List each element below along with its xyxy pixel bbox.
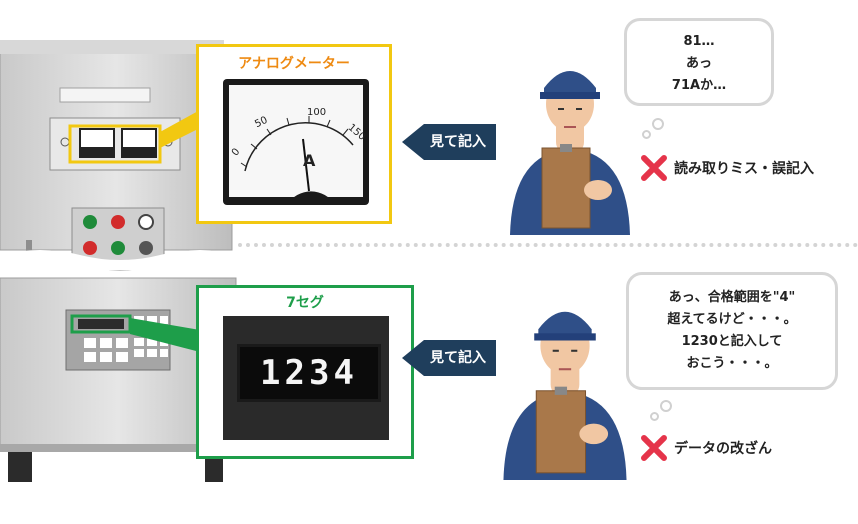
bottom-speech-bubble: あっ、合格範囲を"4" 超えてるけど・・・。 1230と記入して おこう・・・。 [626, 272, 838, 390]
seven-seg-callout: 7セグ 1234 [196, 285, 414, 459]
thought-dot [652, 118, 664, 130]
top-speech-bubble: 81… あっ 71Aか… [624, 18, 774, 106]
section-divider [238, 243, 858, 247]
seven-seg-panel: 1234 [223, 316, 389, 440]
top-speech-line: 71Aか… [671, 78, 727, 93]
bottom-speech-line: あっ、合格範囲を"4" [668, 290, 796, 305]
thought-dot [660, 400, 672, 412]
seven-seg-display: 1234 [237, 344, 381, 402]
bottom-speech-line: おこう・・・。 [686, 356, 778, 371]
thought-dot [650, 412, 659, 421]
top-result: 読み取りミス・誤記入 [640, 154, 814, 182]
top-speech-line: 81… [683, 34, 715, 49]
top-action-arrow: 見て記入 [402, 124, 496, 160]
bottom-result-text: データの改ざん [674, 441, 772, 457]
bottom-action-label: 見て記入 [424, 340, 496, 376]
thought-dot [642, 130, 651, 139]
cross-icon [641, 435, 667, 461]
meter-tick-100: 100 [307, 107, 327, 118]
seven-seg-title: 7セグ [286, 295, 324, 311]
bottom-speech-line: 1230と記入して [681, 334, 783, 349]
meter-unit: A [303, 151, 316, 170]
top-action-label: 見て記入 [424, 124, 496, 160]
top-result-text: 読み取りミス・誤記入 [674, 161, 814, 177]
analog-meter-title: アナログメーター [238, 56, 350, 72]
bottom-result: データの改ざん [640, 434, 772, 462]
bottom-action-arrow: 見て記入 [402, 340, 496, 376]
bottom-speech-line: 超えてるけど・・・。 [667, 312, 797, 327]
top-speech-line: あっ [685, 56, 712, 71]
analog-meter-icon [223, 79, 369, 205]
seven-seg-value: 1234 [260, 353, 358, 393]
analog-meter-callout: アナログメーター 0 50 100 150 A [196, 44, 392, 224]
cross-icon [641, 155, 667, 181]
worker-bottom-icon [503, 311, 627, 480]
worker-top-icon [510, 71, 630, 235]
